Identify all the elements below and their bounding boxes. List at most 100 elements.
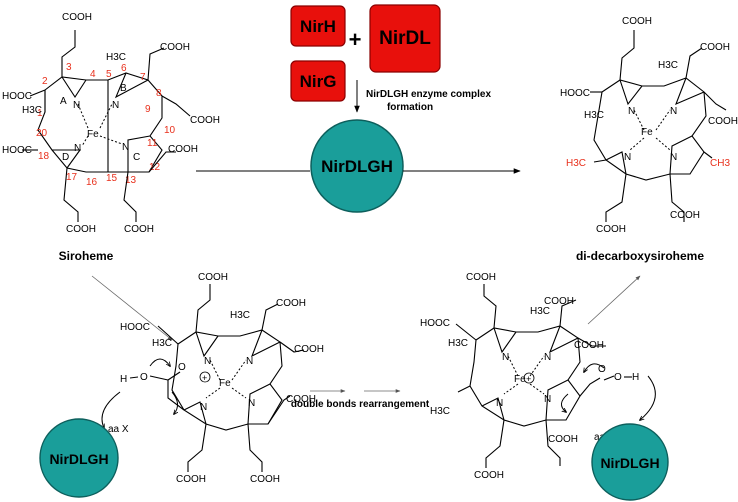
nirh-label: NirH (300, 17, 336, 36)
pos-5: 5 (106, 69, 112, 80)
pos-17: 17 (66, 172, 78, 183)
int1-cooh-c: COOH (286, 394, 316, 405)
ddsh-n-c: N (670, 152, 677, 163)
arrow-to-product (587, 275, 641, 325)
ring-d: D (62, 152, 69, 163)
complex-label-right: NirDLGH (600, 455, 659, 471)
pos-9: 9 (145, 104, 151, 115)
int2-fe: Fe (514, 374, 526, 385)
siroheme-hooc-18: HOOC (2, 145, 32, 156)
int1-h3c-a: H3C (152, 338, 172, 349)
int2-n-d: N (496, 398, 503, 409)
siroheme-n-c: N (122, 142, 129, 153)
siroheme-hooc-2: HOOC (2, 91, 32, 102)
didecarboxysiroheme-structure: Fe N N N N COOH HOOC H3C H3C COOH COOH H… (560, 16, 738, 235)
int2-cooh-top: COOH (466, 272, 496, 283)
int1-o-top: O (178, 362, 186, 373)
int1-charge: + (202, 373, 207, 383)
ddsh-hooc: HOOC (560, 88, 590, 99)
int1-cooh-bl: COOH (176, 474, 206, 485)
nirdl-box: NirDL (369, 4, 441, 73)
pos-11: 11 (147, 138, 158, 149)
nirdlgh-complex-left: NirDLGH (39, 418, 119, 498)
ddsh-n-a: N (628, 106, 635, 117)
int1-h: H (120, 374, 127, 385)
int1-n-a: N (204, 356, 211, 367)
siroheme-cooh-8: COOH (190, 115, 220, 126)
int1-fe: Fe (219, 378, 231, 389)
didecarboxysiroheme-name: di-decarboxysiroheme (576, 249, 704, 263)
ring-b: B (120, 83, 127, 94)
int2-h: H (632, 372, 639, 383)
ring-c: C (133, 152, 140, 163)
int1-n-d: N (200, 402, 207, 413)
nirg-box: NirG (290, 60, 346, 102)
intermediate-2-structure: Fe + N N N N COOH HOOC H3C H3C COOH COOH… (420, 272, 656, 481)
nirdlgh-complex-center: NirDLGH (310, 119, 404, 213)
nirdl-label: NirDL (379, 28, 431, 49)
int1-cooh-right: COOH (294, 344, 324, 355)
int1-n-c: N (248, 398, 255, 409)
pos-12: 12 (149, 162, 161, 173)
int2-cooh-bl: COOH (474, 470, 504, 481)
int2-h3c-a: H3C (448, 338, 468, 349)
pos-13: 13 (125, 175, 137, 186)
siroheme-cooh-3: COOH (62, 12, 92, 23)
ddsh-h3c-a: H3C (584, 110, 604, 121)
pos-6: 6 (121, 63, 127, 74)
ddsh-fe: Fe (641, 127, 653, 138)
ddsh-cooh-top: COOH (622, 16, 652, 27)
formation-label-2: formation (387, 102, 433, 113)
int1-cooh-br: COOH (250, 474, 280, 485)
pos-20: 20 (36, 128, 48, 139)
int2-cooh-br: COOH (548, 434, 578, 445)
ddsh-ch3-red: CH3 (710, 158, 730, 169)
ddsh-h3c-b: H3C (658, 60, 678, 71)
nirg-label: NirG (300, 72, 337, 91)
siroheme-n-d: N (74, 143, 81, 154)
siroheme-n-a: N (73, 100, 80, 111)
int1-o-left: O (140, 372, 148, 383)
nirh-box: NirH (290, 5, 346, 47)
int1-cooh-b: COOH (276, 298, 306, 309)
ddsh-h3c-red: H3C (566, 158, 586, 169)
pos-15: 15 (106, 173, 118, 184)
int2-n-b: N (544, 352, 551, 363)
siroheme-cooh-12: COOH (168, 144, 198, 155)
pos-10: 10 (164, 125, 176, 136)
intermediate-1-structure: Fe N N N N + COOH HOOC H3C H3C COOH COOH… (102, 272, 324, 485)
int2-o-right: O (614, 372, 622, 383)
int2-hooc: HOOC (420, 318, 450, 329)
int2-cooh-b: COOH (544, 296, 574, 307)
ring-a: A (60, 96, 67, 107)
siroheme-cooh-13: COOH (124, 224, 154, 235)
int2-n-c: N (544, 394, 551, 405)
siroheme-n-b: N (112, 100, 119, 111)
siroheme-cooh-7: COOH (160, 42, 190, 53)
int1-cooh-top: COOH (198, 272, 228, 283)
int2-h3c-d: H3C (430, 406, 450, 417)
rearrangement-label: double bonds rearrangement (291, 399, 430, 410)
int2-h3c-b: H3C (530, 306, 550, 317)
int2-o-top: O (598, 364, 606, 375)
pos-7: 7 (140, 72, 146, 83)
siroheme-fe: Fe (87, 129, 99, 140)
plus-sign: + (349, 27, 362, 52)
aa-x-left: aa X (108, 424, 129, 435)
int1-hooc: HOOC (120, 322, 150, 333)
int2-charge: + (526, 374, 531, 384)
ddsh-cooh-b: COOH (700, 42, 730, 53)
ddsh-n-b: N (670, 106, 677, 117)
arrow-to-intermediate-1 (91, 275, 173, 341)
pos-18: 18 (38, 151, 50, 162)
siroheme-cooh-17: COOH (66, 224, 96, 235)
ddsh-n-d: N (624, 152, 631, 163)
pos-3: 3 (66, 62, 72, 73)
int1-n-b: N (246, 356, 253, 367)
siroheme-name: Siroheme (59, 249, 114, 263)
formation-label-1: NirDLGH enzyme complex (366, 89, 491, 100)
pos-8: 8 (156, 88, 162, 99)
siroheme-h3c-7: H3C (106, 52, 126, 63)
complex-label-center: NirDLGH (321, 157, 393, 176)
